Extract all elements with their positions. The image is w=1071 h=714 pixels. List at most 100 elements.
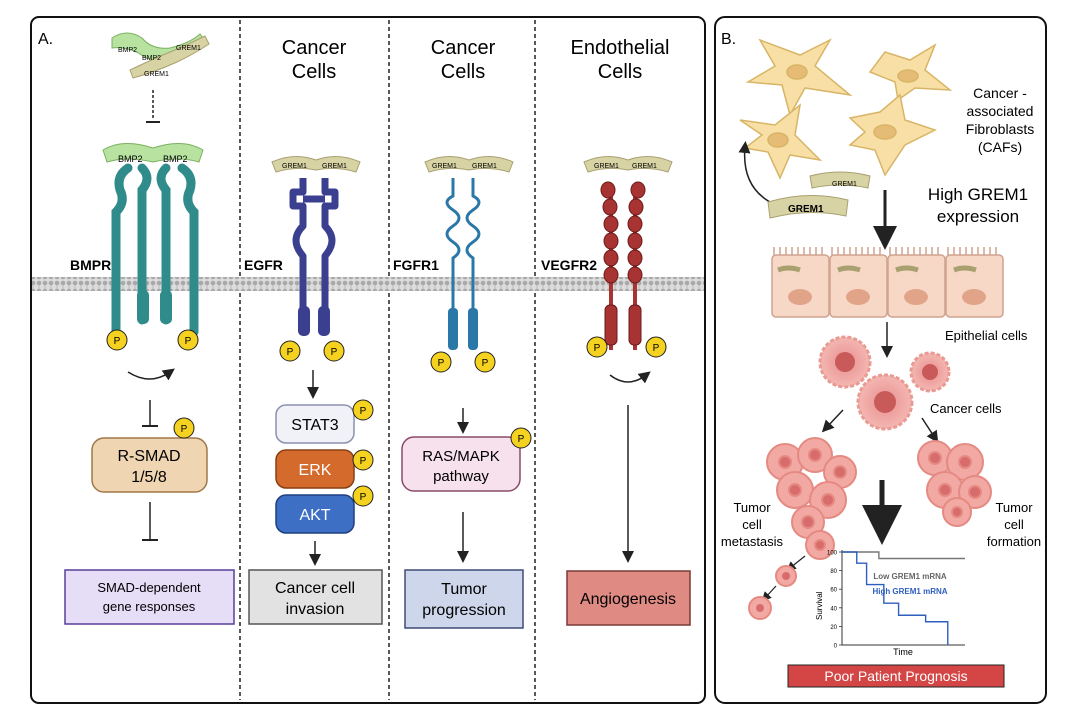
bmpr-label: BMPR	[70, 257, 111, 273]
epithelial-layer	[771, 247, 1004, 318]
egfr-outcome-box	[248, 569, 383, 625]
y-tick-label: 0	[834, 644, 838, 650]
fgfr-column-header-line1: Cancer	[431, 37, 496, 59]
svg-text:GREM1: GREM1	[322, 163, 347, 170]
high-grem1-line1: High GREM1	[928, 185, 1028, 204]
bmp2-label: BMP2	[118, 47, 137, 54]
egfr-column-header-line1: Cancer	[282, 37, 347, 59]
panel-a-label: A.	[38, 31, 53, 48]
egfr-label: EGFR	[244, 257, 283, 273]
arrow	[921, 417, 939, 444]
formation-label-line1: Tumor	[995, 500, 1033, 515]
y-tick-label: 80	[830, 569, 837, 575]
epithelial-label: Epithelial cells	[945, 328, 1028, 343]
fgfr-outcome-line2: progression	[422, 602, 506, 619]
grem1-ligand: GREM1 GREM1	[271, 156, 361, 173]
grem1-ligand: GREM1 GREM1	[424, 156, 514, 173]
akt-box	[275, 494, 355, 534]
phospho-badge: P	[474, 351, 496, 373]
smad-outcome-line2: gene responses	[103, 599, 196, 614]
vegfr2-label: VEGFR2	[541, 257, 597, 273]
rsmad-label-line1: R-SMAD	[117, 448, 180, 465]
survival-chart: Survival Time Low GREM1 mRNA High GREM1 …	[815, 550, 965, 657]
phospho-badge: P	[352, 449, 374, 471]
epithelial-cell	[945, 254, 1004, 318]
formation-label-line3: formation	[987, 534, 1041, 549]
svg-text:P: P	[438, 358, 445, 369]
arrow	[761, 585, 777, 602]
svg-text:P: P	[181, 424, 188, 435]
grem1-label: GREM1	[788, 204, 824, 215]
microvilli	[773, 247, 997, 255]
bmp2-dimer: BMP2 BMP2	[102, 143, 204, 164]
svg-text:P: P	[360, 406, 367, 417]
grem1-label: GREM1	[144, 71, 169, 78]
fgfr-outcome-line1: Tumor	[441, 581, 487, 598]
phospho-badge: P	[177, 329, 199, 351]
egfr-kinase-domain	[318, 306, 330, 336]
svg-text:GREM1: GREM1	[282, 163, 307, 170]
high-grem1-line2: expression	[937, 207, 1019, 226]
egfr-outcome-line2: invasion	[286, 601, 345, 618]
angiogenesis-label: Angiogenesis	[580, 591, 676, 608]
epithelial-cell	[829, 254, 888, 318]
high-grem1-curve	[842, 551, 949, 645]
cancer-associated-fibroblasts	[739, 38, 953, 180]
epithelial-cell	[771, 254, 830, 318]
tumor-formation	[917, 440, 992, 527]
arrow	[821, 409, 844, 433]
cancer-cells	[818, 335, 951, 431]
y-tick-label: 60	[830, 588, 837, 594]
disseminated-cell	[748, 596, 772, 620]
svg-text:P: P	[653, 343, 660, 354]
smad-outcome-box	[64, 569, 235, 625]
egfr-receptor	[289, 178, 339, 326]
bmpr-kinase-domain	[137, 290, 149, 324]
phospho-badge: P	[173, 417, 195, 439]
phospho-badge: P	[352, 399, 374, 421]
formation-label-line2: cell	[1004, 517, 1024, 532]
bmp2-label: BMP2	[118, 154, 143, 164]
vegfr-column-header-line2: Cells	[598, 61, 642, 83]
y-tick-label: 100	[827, 551, 838, 557]
cancer-cells-label: Cancer cells	[930, 401, 1002, 416]
epithelial-cell	[887, 254, 946, 318]
arrow	[786, 555, 806, 571]
metastasis-label-line3: metastasis	[721, 534, 784, 549]
ras-mapk-box	[401, 436, 521, 492]
fibroblast-nucleus	[767, 132, 789, 148]
svg-text:P: P	[482, 358, 489, 369]
svg-text:P: P	[518, 434, 525, 445]
panel-b-label: B.	[721, 31, 736, 48]
phospho-badge: P	[323, 340, 345, 362]
bmp2-label: BMP2	[142, 55, 161, 62]
svg-text:GREM1: GREM1	[432, 163, 457, 170]
svg-text:P: P	[287, 347, 294, 358]
caf-label-line4: (CAFs)	[978, 139, 1022, 155]
akt-label: AKT	[299, 507, 330, 524]
panel-a: A. Cancer Cells Cancer Cells Endothelial…	[30, 16, 706, 704]
fgfr1-kinase-domain	[468, 308, 478, 350]
transphosphorylation-arrow	[127, 368, 175, 381]
phospho-badge: P	[106, 329, 128, 351]
metastatic-tumor	[766, 437, 857, 560]
svg-text:GREM1: GREM1	[594, 163, 619, 170]
fibroblast-nucleus	[786, 64, 808, 80]
erk-label: ERK	[299, 462, 332, 479]
disseminated-cell	[775, 565, 797, 587]
smad-outcome-line1: SMAD-dependent	[97, 580, 201, 595]
svg-text:P: P	[185, 336, 192, 347]
metastasis-label-line1: Tumor	[733, 500, 771, 515]
ras-mapk-line1: RAS/MAPK	[422, 448, 500, 465]
panel-a-frame	[30, 16, 706, 704]
bmpr-kinase-domain	[160, 290, 172, 324]
grem1-ligand: GREM1 GREM1	[583, 156, 673, 173]
prognosis-label: Poor Patient Prognosis	[824, 668, 967, 684]
y-tick-label: 40	[830, 606, 837, 612]
vegfr2-receptor	[600, 181, 646, 350]
stat3-box	[275, 404, 355, 444]
y-tick-label: 20	[830, 625, 837, 631]
erk-box	[275, 449, 355, 489]
panel-b: B. Cancer - associated Fibroblasts (CAFs…	[714, 16, 1047, 704]
